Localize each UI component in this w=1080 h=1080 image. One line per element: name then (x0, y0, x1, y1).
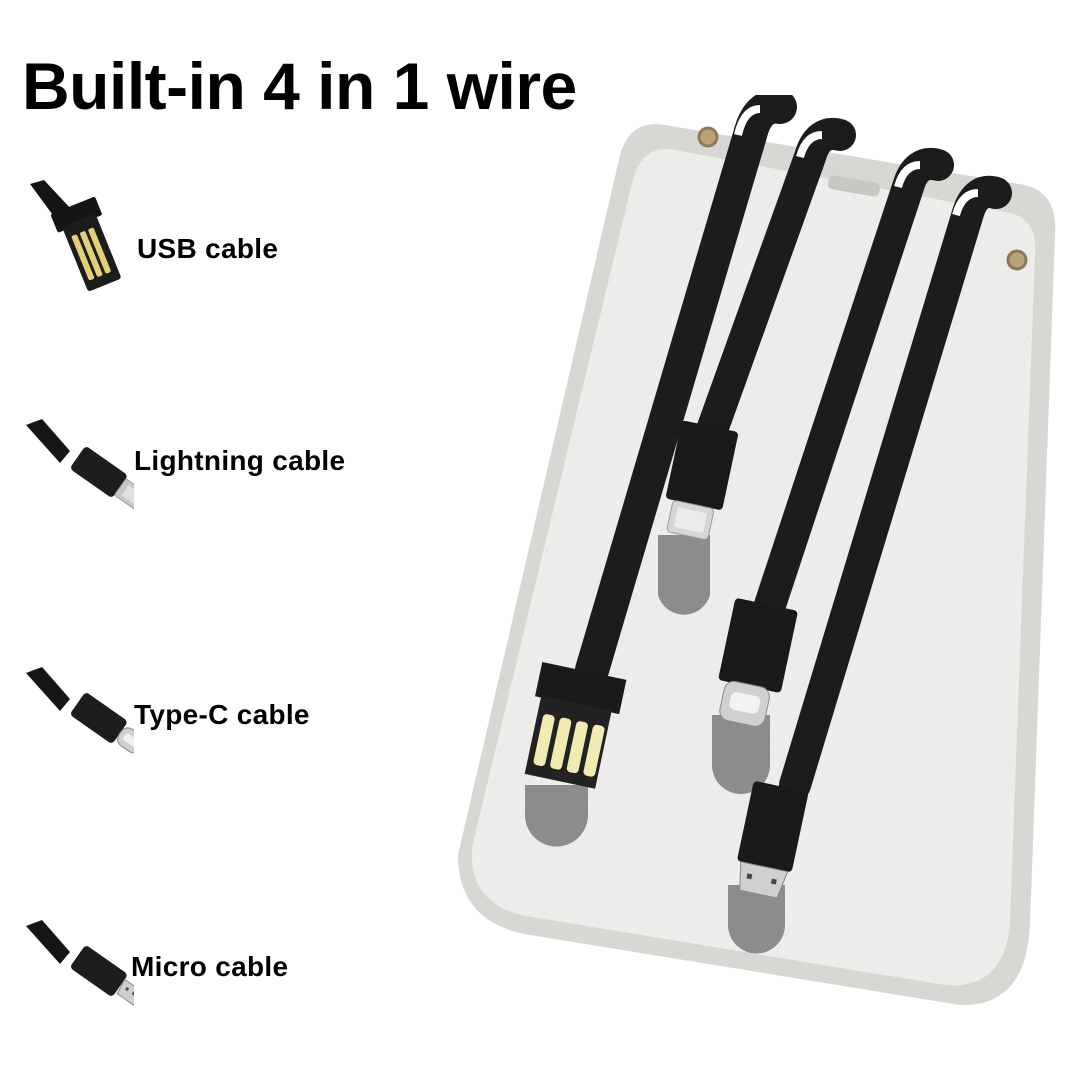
usb-cable-label: USB cable (137, 233, 279, 264)
headline: Built-in 4 in 1 wire (22, 49, 577, 123)
type-c-cable-label: Type-C cable (134, 699, 310, 730)
power-bank-image (440, 89, 1070, 1030)
micro-cable-label: Micro cable (131, 951, 289, 982)
usb-connector-icon (26, 180, 126, 300)
micro-usb-connector-icon (24, 918, 146, 1008)
type-c-connector-icon (24, 665, 145, 755)
lightning-cable-label: Lightning cable (134, 445, 346, 476)
lightning-connector-icon (24, 415, 149, 515)
